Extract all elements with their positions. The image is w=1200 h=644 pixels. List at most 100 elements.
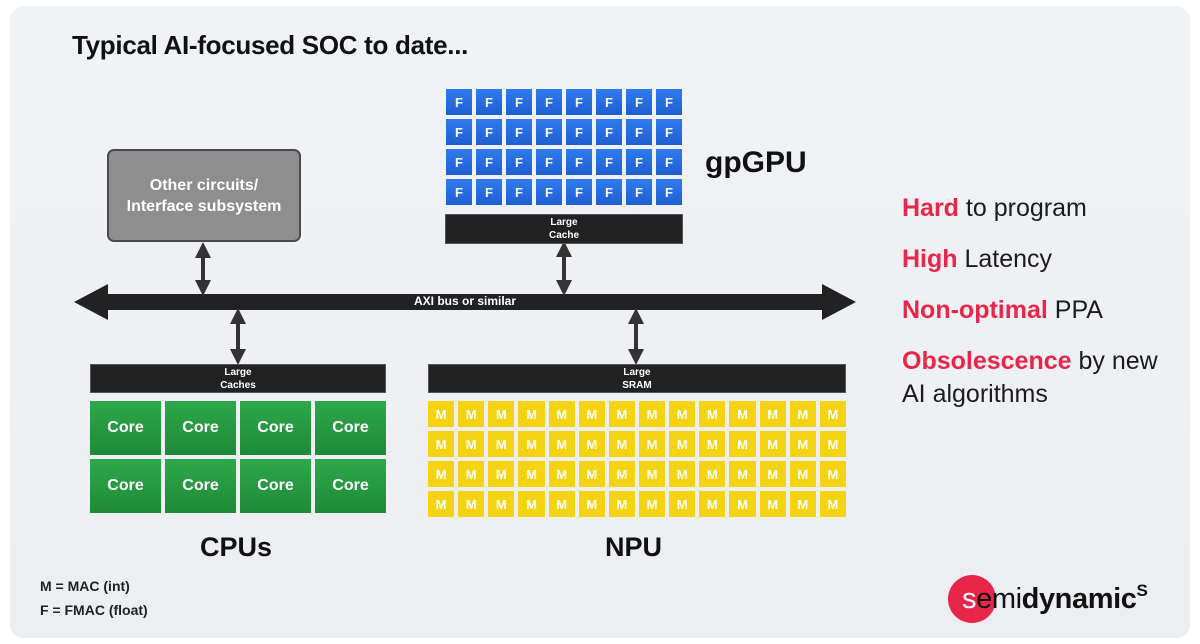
mac-cell: M <box>759 431 786 457</box>
mac-cell: M <box>548 491 575 517</box>
logo-wordmark: semidynamicS <box>962 581 1148 616</box>
mac-cell: M <box>458 431 485 457</box>
mac-cell: M <box>608 401 635 427</box>
mac-cell: M <box>578 461 605 487</box>
cpu-core: Core <box>315 401 386 455</box>
fmac-cell: F <box>566 149 592 175</box>
semidynamics-logo: semidynamicS <box>948 575 1178 623</box>
mac-cell: M <box>458 491 485 517</box>
fmac-cell: F <box>446 149 472 175</box>
cpu-core: Core <box>90 401 161 455</box>
logo-circle-icon <box>948 575 996 623</box>
mac-cell: M <box>518 431 545 457</box>
mac-cell: M <box>608 461 635 487</box>
mac-cell: M <box>428 491 455 517</box>
mac-cell: M <box>428 461 455 487</box>
cpu-large-caches: Large Caches <box>90 364 386 393</box>
claim-highlight: High <box>902 245 958 273</box>
mac-cell: M <box>699 491 726 517</box>
cpus-label: CPUs <box>200 532 273 562</box>
fmac-cell: F <box>626 149 652 175</box>
fmac-cell: F <box>536 179 562 205</box>
mac-cell: M <box>518 401 545 427</box>
legend-fmac: F = FMAC (float) <box>40 602 148 618</box>
mac-cell: M <box>428 401 455 427</box>
gpgpu-large-cache: Large Cache <box>445 214 683 244</box>
mac-cell: M <box>759 461 786 487</box>
mac-cell: M <box>608 491 635 517</box>
mac-cell: M <box>488 491 515 517</box>
mac-cell: M <box>458 461 485 487</box>
mac-cell: M <box>488 461 515 487</box>
fmac-cell: F <box>476 179 502 205</box>
claim-item: Obsolescence by new AI algorithms <box>902 345 1172 411</box>
mac-cell: M <box>789 431 816 457</box>
mac-cell: M <box>428 431 455 457</box>
axi-bus-arrow <box>74 284 856 320</box>
drawbacks-list: Hard to program High Latency Non-optimal… <box>902 192 1172 429</box>
logo-s-letter: s <box>962 583 977 615</box>
fmac-cell: F <box>476 149 502 175</box>
fmac-cell: F <box>656 179 682 205</box>
cpu-core: Core <box>165 459 236 513</box>
mac-cell: M <box>518 461 545 487</box>
cpu-core: Core <box>315 459 386 513</box>
fmac-cell: F <box>596 149 622 175</box>
gpgpu-cache-label-line1: Large <box>550 217 578 228</box>
mac-cell: M <box>669 431 696 457</box>
mac-cell: M <box>759 491 786 517</box>
mac-cell: M <box>819 401 846 427</box>
mac-cell: M <box>819 461 846 487</box>
axi-bus-label: AXI bus or similar <box>413 294 517 308</box>
mac-cell: M <box>669 461 696 487</box>
mac-cell: M <box>729 491 756 517</box>
mac-cell: M <box>699 461 726 487</box>
gpgpu-cache-label-line2: Cache <box>548 230 579 241</box>
mac-cell: M <box>578 491 605 517</box>
fmac-cell: F <box>536 89 562 115</box>
mac-cell: M <box>699 431 726 457</box>
mac-cell: M <box>789 491 816 517</box>
mac-cell: M <box>548 431 575 457</box>
claim-highlight: Non-optimal <box>902 296 1048 324</box>
fmac-cell: F <box>596 89 622 115</box>
mac-cell: M <box>608 431 635 457</box>
mac-cell: M <box>729 401 756 427</box>
mac-cell: M <box>548 461 575 487</box>
fmac-cell: F <box>536 119 562 145</box>
cpu-core: Core <box>240 401 311 455</box>
fmac-cell: F <box>506 119 532 145</box>
fmac-cell: F <box>506 179 532 205</box>
fmac-cell: F <box>626 119 652 145</box>
npu-label: NPU <box>605 532 663 562</box>
logo-bold-part: dynamic <box>1021 583 1137 615</box>
fmac-cell: F <box>446 89 472 115</box>
fmac-cell: F <box>566 119 592 145</box>
mac-cell: M <box>819 491 846 517</box>
mac-cell: M <box>789 461 816 487</box>
fmac-cell: F <box>626 89 652 115</box>
logo-light-part: emi <box>976 583 1022 615</box>
claim-item: Non-optimal PPA <box>902 294 1172 327</box>
mac-cell: M <box>789 401 816 427</box>
fmac-cell: F <box>656 89 682 115</box>
mac-cell: M <box>458 401 485 427</box>
fmac-cell: F <box>536 149 562 175</box>
npu-sram-label-line1: Large <box>623 366 651 378</box>
claim-rest: to program <box>958 194 1087 222</box>
mac-cell: M <box>638 461 666 487</box>
mac-cell: M <box>729 461 756 487</box>
mac-cell: M <box>518 491 545 517</box>
slide-title: Typical AI-focused SOC to date... <box>72 30 469 60</box>
claim-rest: Latency <box>957 245 1053 273</box>
legend-mac: M = MAC (int) <box>40 578 130 594</box>
npu-sram-label-line2: SRAM <box>622 379 652 391</box>
fmac-cell: F <box>446 179 472 205</box>
fmac-cell: F <box>566 179 592 205</box>
fmac-cell: F <box>506 89 532 115</box>
cpu-cache-label-line2: Caches <box>220 379 256 391</box>
fmac-cell: F <box>476 119 502 145</box>
